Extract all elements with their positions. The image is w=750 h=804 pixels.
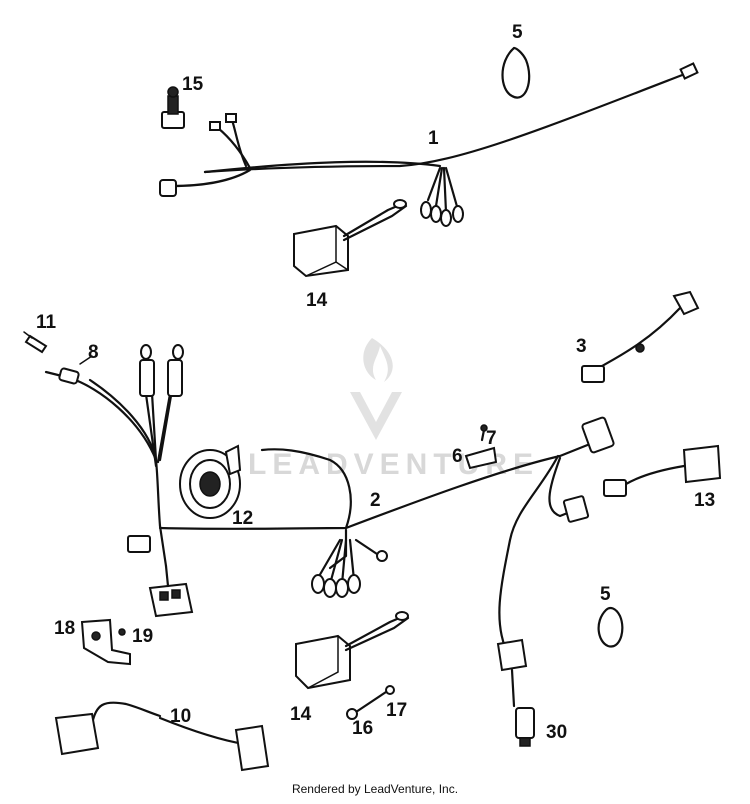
callout-13: 13 — [694, 490, 715, 511]
cable-tie-top — [501, 46, 531, 99]
wire-harness-lower — [158, 416, 615, 652]
callout-30: 30 — [546, 722, 567, 743]
main-wire-harness — [159, 62, 699, 227]
regulator-top — [293, 199, 408, 278]
callout-16: 16 — [352, 718, 373, 739]
callout-10: 10 — [170, 706, 191, 727]
watermark-logo — [350, 338, 402, 440]
callout-14-top: 14 — [306, 290, 328, 311]
callout-17: 17 — [386, 700, 407, 721]
callout-3: 3 — [576, 336, 587, 357]
handlebar-switch — [54, 701, 270, 772]
callout-7: 7 — [486, 428, 497, 449]
callout-18: 18 — [54, 618, 75, 639]
callout-11: 11 — [36, 312, 57, 333]
callout-12: 12 — [232, 508, 253, 529]
callout-5-bottom: 5 — [600, 584, 611, 605]
bolt-and-nut — [346, 685, 395, 720]
toggle-switch — [161, 86, 185, 129]
callout-19: 19 — [132, 626, 153, 647]
callout-5-top: 5 — [512, 22, 523, 43]
cable-tie-bottom — [597, 606, 624, 648]
callout-2: 2 — [370, 490, 381, 511]
bulb — [23, 331, 48, 354]
pressure-switch — [496, 638, 535, 747]
sensor-lead — [581, 290, 700, 383]
horn — [179, 444, 242, 519]
relay — [603, 444, 722, 497]
bracket-and-screw — [80, 618, 131, 666]
footer-credit: Rendered by LeadVenture, Inc. — [291, 782, 459, 796]
wire-lead — [44, 355, 158, 462]
regulator-bottom — [295, 611, 410, 690]
callout-8: 8 — [88, 342, 99, 363]
callout-6: 6 — [452, 446, 463, 467]
callout-14-bottom: 14 — [290, 704, 312, 725]
callout-15: 15 — [182, 74, 204, 95]
harness-left-branch — [88, 344, 194, 618]
clamp-and-screw — [464, 424, 498, 470]
callout-1: 1 — [428, 128, 439, 149]
